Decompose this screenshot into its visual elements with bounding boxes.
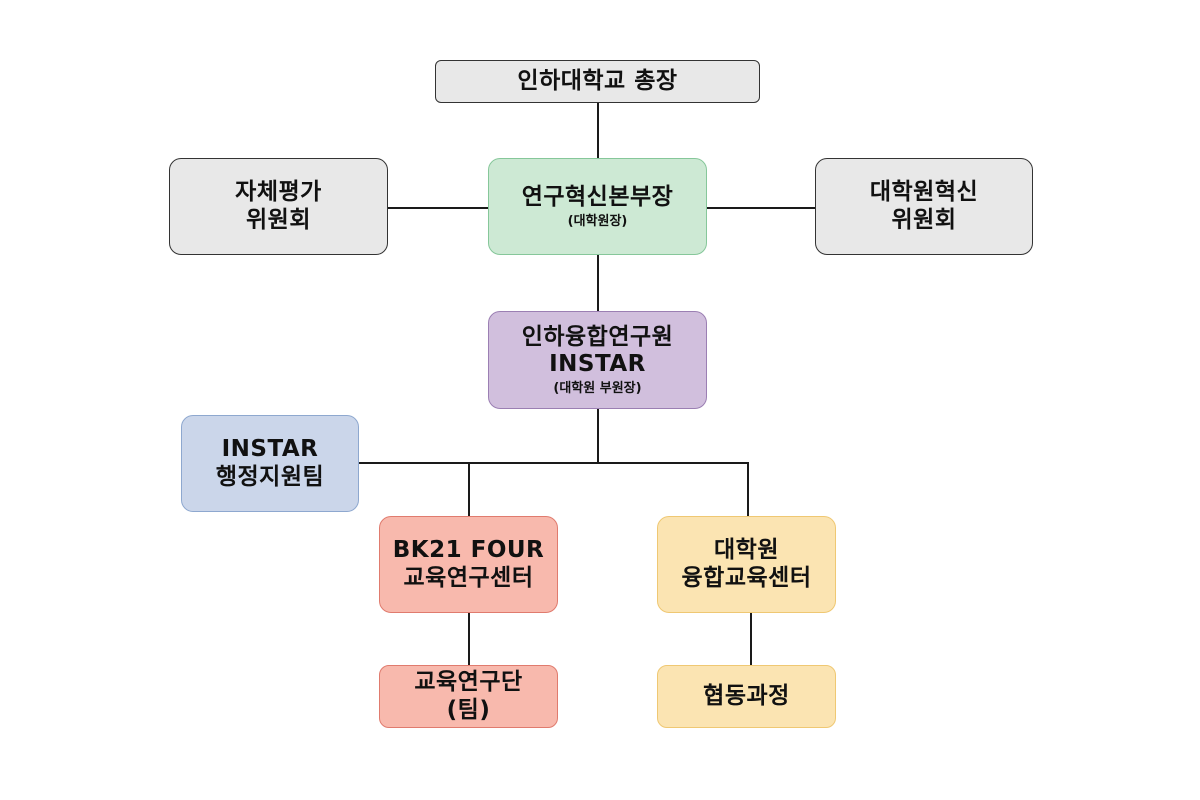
node-admin-team: INSTAR 행정지원팀 <box>181 415 359 512</box>
node-research-head: 연구혁신본부장 (대학원장) <box>488 158 707 255</box>
node-instar-line1: 인하융합연구원 <box>521 323 674 350</box>
node-admin-team-line1: INSTAR <box>221 435 319 462</box>
node-admin-team-line2: 행정지원팀 <box>215 463 325 490</box>
node-coop-label: 협동과정 <box>703 682 790 709</box>
node-president: 인하대학교 총장 <box>435 60 760 103</box>
edge-research-instar <box>597 255 599 311</box>
node-self-eval-line1: 자체평가 <box>235 178 322 205</box>
edge-president-research <box>597 103 599 159</box>
edge-bk21-edugroup <box>468 613 470 665</box>
node-grad-conv: 대학원 융합교육센터 <box>657 516 836 613</box>
node-grad-conv-line2: 융합교육센터 <box>681 564 812 591</box>
edge-research-selfeval <box>388 207 488 209</box>
node-edu-group-line1: 교육연구단 <box>414 668 523 695</box>
node-grad-innov-line1: 대학원혁신 <box>869 178 979 205</box>
node-instar-line2: INSTAR <box>549 351 646 378</box>
edge-instar-trunk <box>597 409 599 462</box>
node-grad-innov-line2: 위원회 <box>891 206 957 233</box>
edge-to-bk21 <box>468 462 470 516</box>
edge-branch-bar <box>359 462 749 464</box>
node-self-eval-line2: 위원회 <box>246 206 311 233</box>
node-coop: 협동과정 <box>657 665 836 728</box>
node-president-label: 인하대학교 총장 <box>517 67 678 94</box>
node-instar-sub: (대학원 부원장) <box>553 380 642 396</box>
node-research-head-label: 연구혁신본부장 <box>521 183 674 210</box>
node-edu-group: 교육연구단 (팀) <box>379 665 558 728</box>
node-bk21-line1: BK21 FOUR <box>392 536 545 563</box>
node-research-head-sub: (대학원장) <box>567 213 628 229</box>
node-self-eval: 자체평가 위원회 <box>169 158 388 255</box>
node-instar: 인하융합연구원 INSTAR (대학원 부원장) <box>488 311 707 409</box>
edge-gradconv-coop <box>750 613 752 665</box>
edge-to-gradconv <box>747 462 749 516</box>
node-bk21-line2: 교육연구센터 <box>403 564 534 591</box>
edge-research-gradinnov <box>707 207 815 209</box>
node-edu-group-line2: (팀) <box>446 696 491 723</box>
node-grad-conv-line1: 대학원 <box>714 536 779 563</box>
node-bk21: BK21 FOUR 교육연구센터 <box>379 516 558 613</box>
node-grad-innov: 대학원혁신 위원회 <box>815 158 1033 255</box>
